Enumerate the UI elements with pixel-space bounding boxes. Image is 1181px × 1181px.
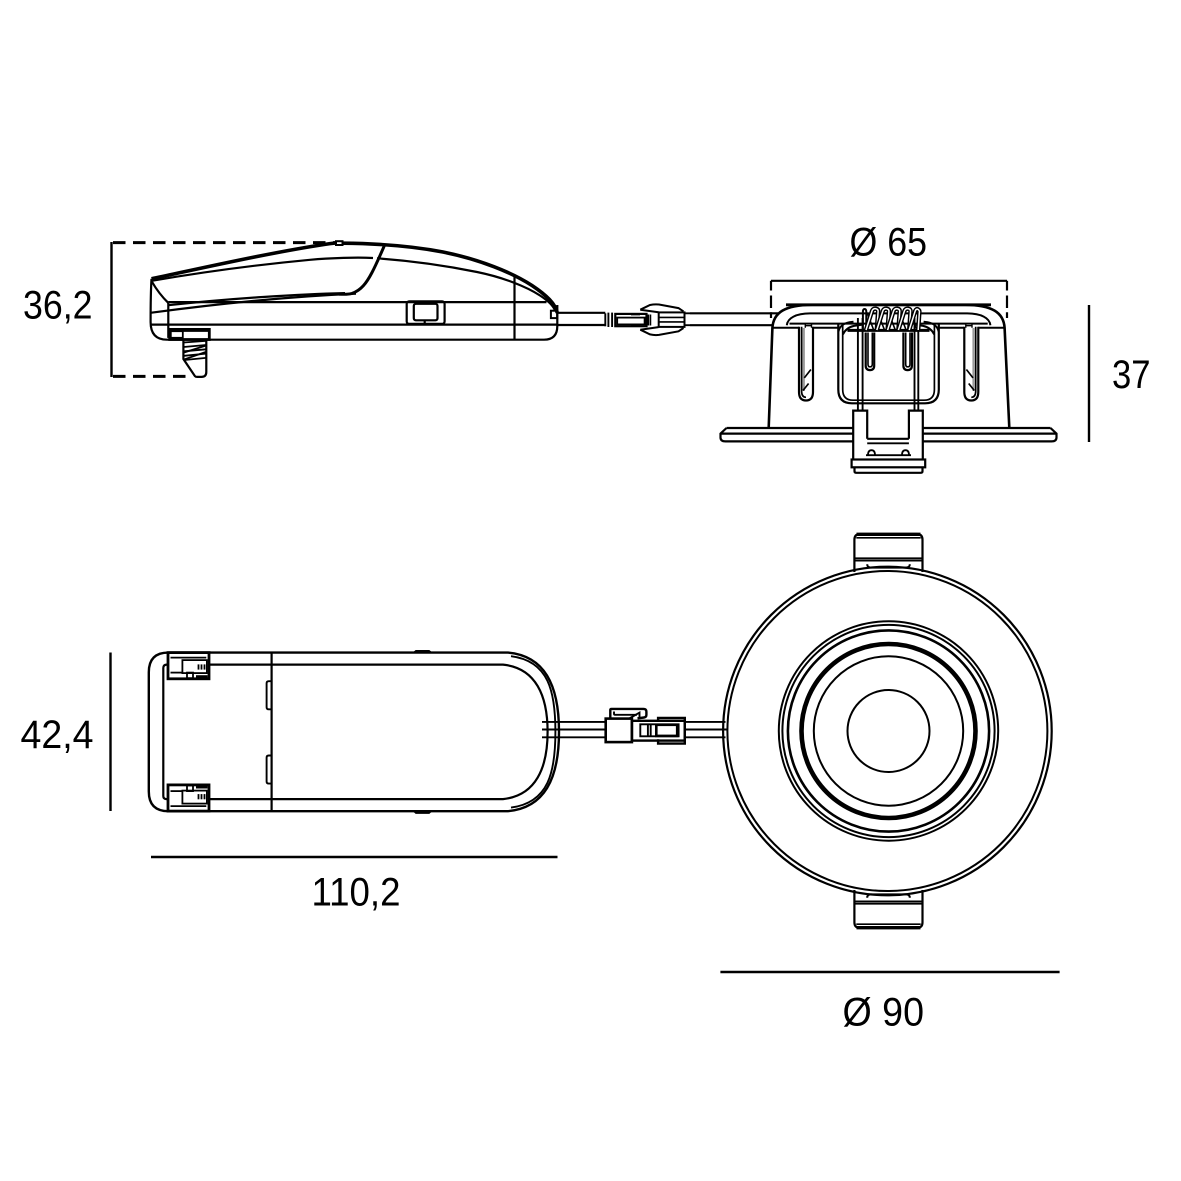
svg-text:36,2: 36,2 [23, 284, 93, 328]
svg-text:Ø 65: Ø 65 [850, 221, 928, 265]
svg-text:110,2: 110,2 [312, 871, 401, 915]
svg-text:37: 37 [1112, 353, 1151, 397]
svg-text:42,4: 42,4 [21, 713, 94, 757]
svg-text:Ø 90: Ø 90 [843, 991, 925, 1035]
